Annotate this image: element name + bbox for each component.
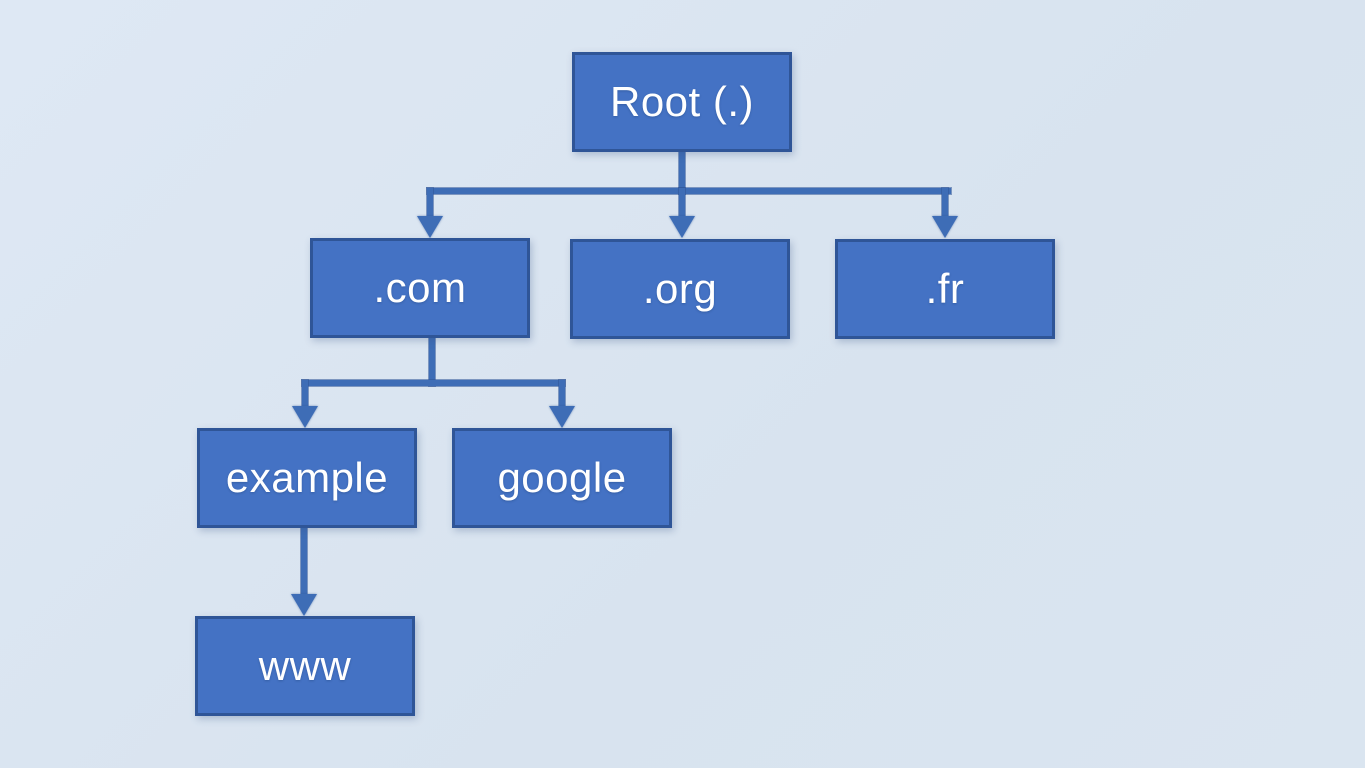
connector-com-stub <box>429 336 435 386</box>
arrowhead-com-icon <box>417 216 443 238</box>
node-fr: .fr <box>835 239 1055 339</box>
connector-drop-org <box>679 188 685 218</box>
connector-level1-bar <box>427 188 951 194</box>
node-fr-label: .fr <box>925 265 965 312</box>
connector-drop-com <box>427 188 433 218</box>
node-google: google <box>452 428 672 528</box>
connector-drop-fr <box>942 188 948 218</box>
node-www-label: www <box>258 642 352 689</box>
node-www: www <box>195 616 415 716</box>
arrowhead-example-icon <box>292 406 318 428</box>
arrowhead-www-icon <box>291 594 317 616</box>
node-root-label: Root (.) <box>609 78 755 125</box>
node-example: example <box>197 428 417 528</box>
node-org: .org <box>570 239 790 339</box>
connector-example-stub <box>301 528 307 596</box>
arrowhead-org-icon <box>669 216 695 238</box>
connector-level2-bar <box>302 380 565 386</box>
node-google-label: google <box>497 454 627 501</box>
node-root: Root (.) <box>572 52 792 152</box>
connector-drop-google <box>559 380 565 408</box>
arrowhead-google-icon <box>549 406 575 428</box>
node-com: .com <box>310 238 530 338</box>
connector-drop-example <box>302 380 308 408</box>
node-com-label: .com <box>373 264 467 311</box>
arrowhead-fr-icon <box>932 216 958 238</box>
connector-root-stub <box>679 150 685 194</box>
node-example-label: example <box>225 454 389 501</box>
node-org-label: .org <box>642 265 718 312</box>
